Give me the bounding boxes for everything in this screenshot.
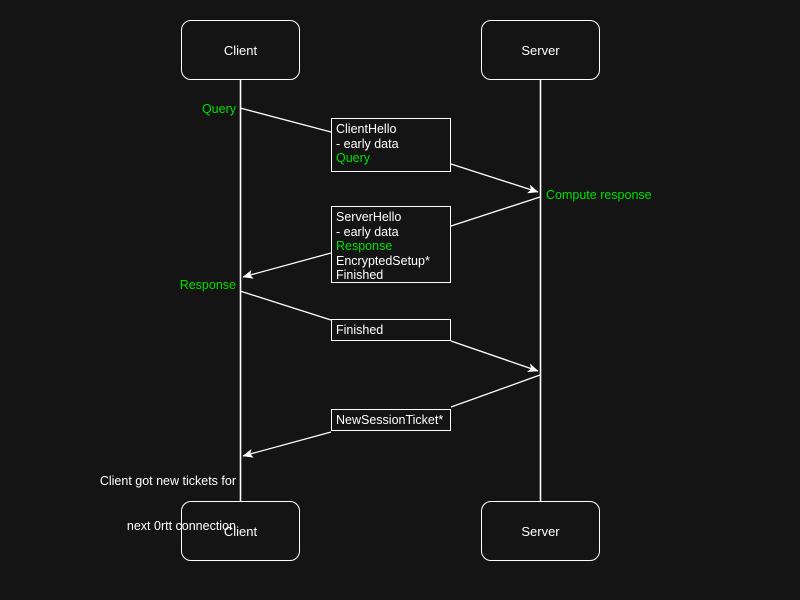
actor-label-client-bottom: Client <box>223 523 258 539</box>
arrow-serverhello-to-client <box>242 252 332 279</box>
message-line: Finished <box>336 268 384 283</box>
message-line: ClientHello <box>336 122 397 136</box>
annotation-new-tickets-line-1: Client got new tickets for <box>99 474 236 488</box>
actor-label-server-bottom: Server <box>521 523 560 539</box>
annotation-response-label: Response <box>179 278 236 292</box>
annotation-new-tickets-note: Client got new tickets for next 0rtt con… <box>56 444 236 564</box>
message-line: Response <box>336 239 393 254</box>
arrow-finished-to-server <box>450 340 539 372</box>
message-box-serverhello[interactable]: ServerHello - early data Response Encryp… <box>331 206 451 283</box>
actor-label-server-top: Server <box>521 42 560 58</box>
arrow-clienthello-to-server <box>450 163 539 194</box>
message-line: NewSessionTicket* <box>336 413 444 427</box>
message-line: Query <box>336 151 371 166</box>
message-line: Finished <box>336 323 384 337</box>
arrow-serverhello-from-server <box>450 196 541 227</box>
message-line: ServerHello <box>336 210 402 224</box>
arrow-newsessionticket-to-client <box>242 431 332 458</box>
message-box-clienthello[interactable]: ClientHello - early data Query <box>331 118 451 172</box>
annotation-compute-response-label: Compute response <box>546 188 652 202</box>
annotation-new-tickets-line-2: next 0rtt connection <box>126 519 236 533</box>
annotation-query-label: Query <box>201 102 236 116</box>
message-line: - early data <box>336 136 399 151</box>
actor-box-client-top[interactable]: Client <box>181 20 300 80</box>
arrow-newsessionticket-from-server <box>450 374 541 408</box>
message-line: - early data <box>336 224 399 239</box>
arrow-clienthello-left-segment <box>239 107 332 133</box>
message-box-newsessionticket[interactable]: NewSessionTicket* <box>331 409 451 431</box>
arrow-finished-from-client <box>239 290 332 321</box>
actor-label-client-top: Client <box>223 42 258 58</box>
message-box-finished[interactable]: Finished <box>331 319 451 341</box>
actor-box-server-bottom[interactable]: Server <box>481 501 600 561</box>
actor-box-server-top[interactable]: Server <box>481 20 600 80</box>
actor-box-client-bottom[interactable]: Client <box>181 501 300 561</box>
message-line: EncryptedSetup* <box>336 253 430 268</box>
